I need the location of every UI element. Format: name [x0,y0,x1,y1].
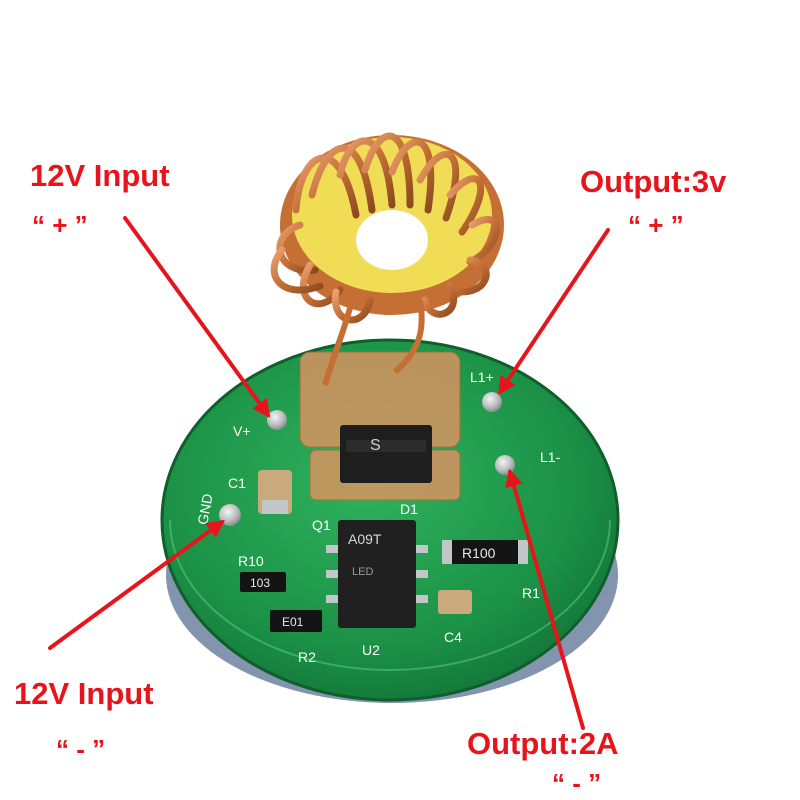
polarity-vout-neg: “ - ” [552,768,602,798]
cap-c4 [438,590,472,614]
silk-l1minus: L1- [540,449,561,465]
toroid-inductor [270,132,504,386]
ic-small-mark: LED [352,566,373,578]
polarity-vout-pos: “ + ” [628,210,684,240]
silk-r1: R1 [522,585,540,601]
polarity-vin-pos: “ + ” [32,210,88,240]
r10-code: 103 [250,576,270,590]
silk-r2: R2 [298,649,316,665]
arrow-gnd [48,519,225,650]
polarity-vin-neg: “ - ” [56,734,106,764]
annotation-arrows [48,216,610,730]
ic-u2 [338,520,416,628]
components: S A09T LED R100 103 E01 [240,425,528,632]
silk-r10: R10 [238,553,264,569]
l1plus-pad [482,392,502,412]
arrow-vout-pos [498,228,610,395]
resistor-r10 [240,572,286,592]
arrow-vin-pos [123,216,271,418]
silk-q1: Q1 [312,517,331,533]
silkscreen-labels: V+ L1+ L1- GND C1 Q1 D1 R10 R2 U2 C4 R1 [194,369,560,665]
silk-l1plus: L1+ [470,369,494,385]
diode-d1 [340,425,432,483]
callout-output-2a: Output:2A [467,726,619,761]
ic-mark: A09T [348,531,382,547]
silk-gnd: GND [194,492,215,525]
callout-output-3v: Output:3v [580,164,727,199]
r1-code: R100 [462,545,496,561]
resistor-r1 [450,540,520,564]
silk-u2: U2 [362,642,380,658]
silk-vplus: V+ [233,423,251,439]
silk-c4: C4 [444,629,462,645]
diode-mark: S [370,437,381,454]
silk-c1: C1 [228,475,246,491]
arrow-vout-neg [505,468,585,730]
silk-d1: D1 [400,501,418,517]
callout-12v-input-neg: 12V Input [14,676,154,711]
vplus-pad [267,410,287,430]
r2-code: E01 [282,615,304,629]
callout-12v-input-pos: 12V Input [30,158,170,193]
resistor-r2 [270,610,322,632]
